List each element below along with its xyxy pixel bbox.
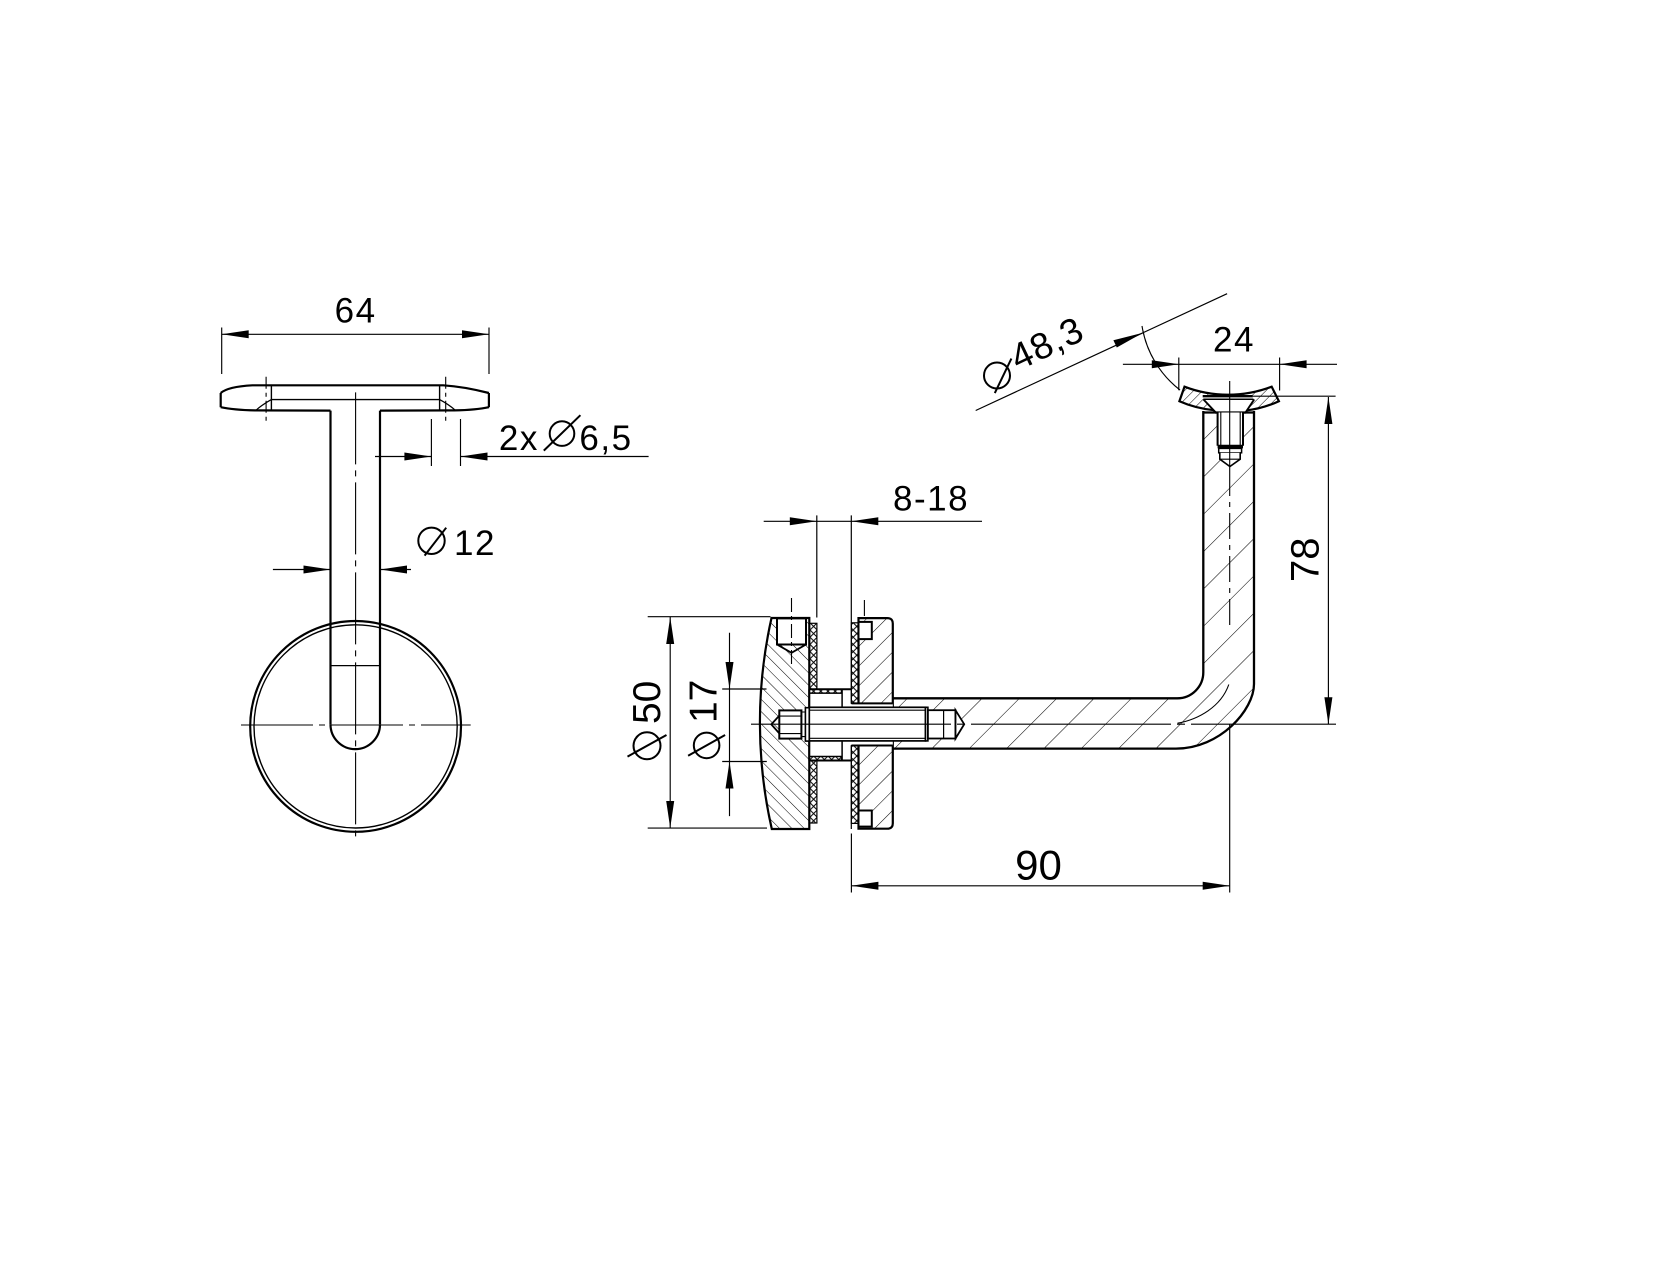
svg-text:24: 24	[1213, 321, 1255, 360]
svg-text:90: 90	[1015, 842, 1062, 889]
svg-text:12: 12	[454, 524, 496, 563]
svg-text:8-18: 8-18	[893, 479, 969, 518]
svg-text:2x: 2x	[499, 419, 539, 458]
svg-text:50: 50	[626, 681, 669, 724]
svg-text:17: 17	[683, 680, 726, 723]
svg-text:64: 64	[335, 292, 377, 331]
svg-text:78: 78	[1283, 538, 1327, 583]
svg-text:6,5: 6,5	[579, 419, 632, 458]
